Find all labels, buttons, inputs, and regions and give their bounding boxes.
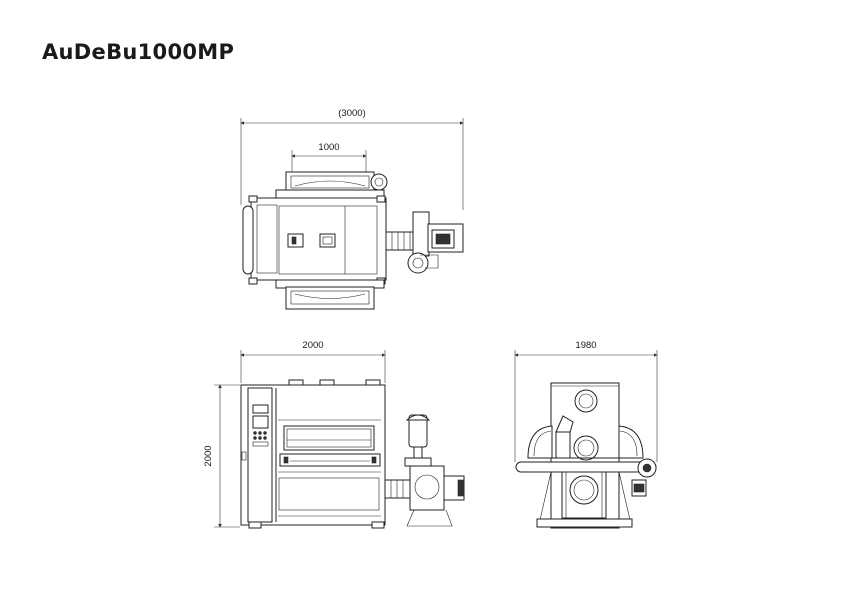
side-view: 1980	[514, 340, 658, 529]
dimension-working-width: 1000	[291, 142, 367, 172]
top-view: (3000) 1000	[240, 108, 464, 310]
dimension-overall-width: (3000)	[240, 108, 464, 210]
dimension-front-width: 2000	[240, 340, 386, 383]
dimension-label-front-height: 2000	[203, 445, 214, 466]
dimension-label-side-width: 1980	[575, 340, 596, 351]
dimension-label-3000: (3000)	[338, 108, 365, 119]
dimension-label-1000: 1000	[318, 142, 339, 153]
page-title: AuDeBu1000MP	[42, 40, 235, 64]
front-view: 2000 2000	[203, 340, 465, 529]
dimension-label-front-width: 2000	[302, 340, 323, 351]
dimension-front-height: 2000	[203, 384, 240, 528]
dimension-side-width: 1980	[514, 340, 658, 462]
